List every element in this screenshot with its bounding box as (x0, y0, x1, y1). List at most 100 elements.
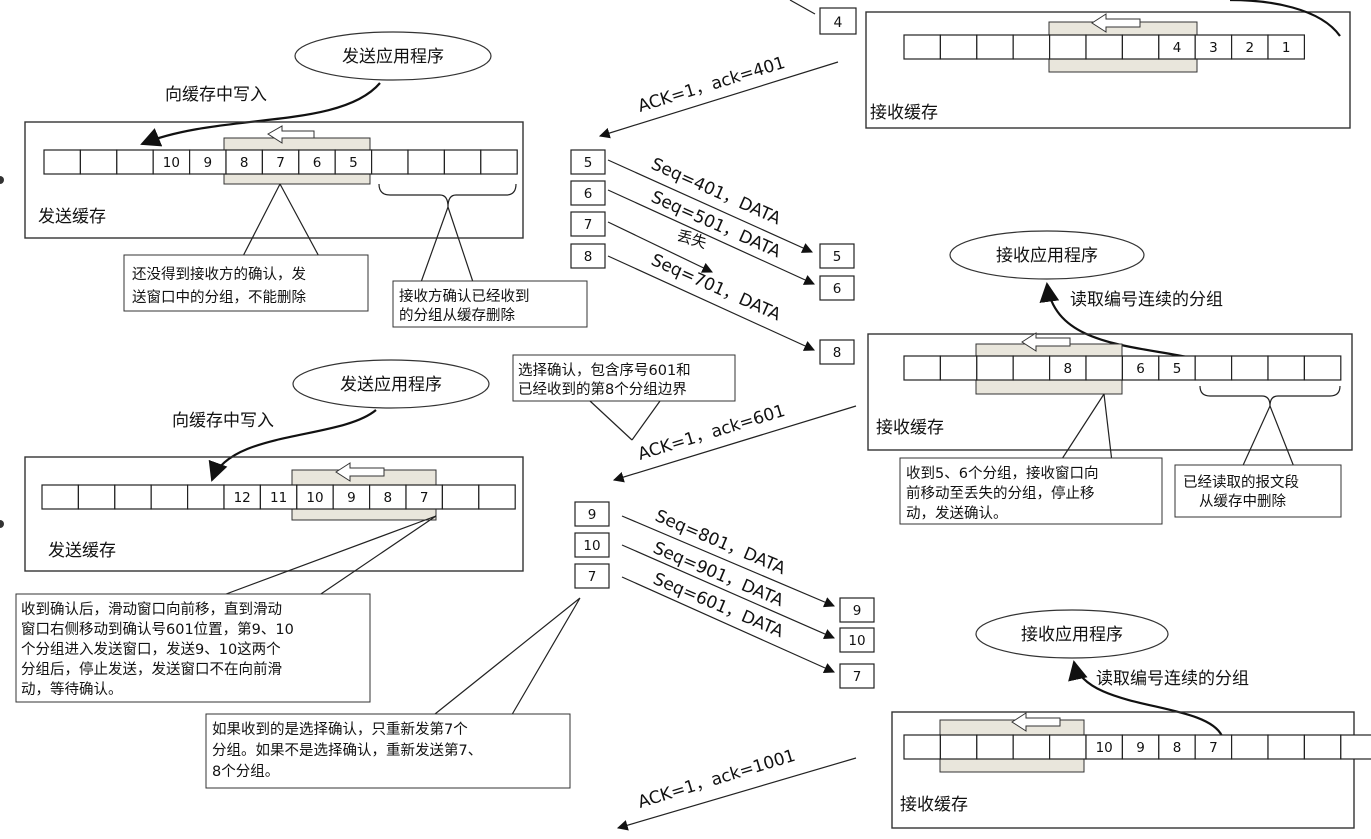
note-pointer (1239, 405, 1297, 473)
segment-box-label: 6 (833, 281, 842, 297)
buffer-cell-label: 8 (384, 490, 393, 506)
buffer-cell (1048, 34, 1087, 60)
buffer-cell (405, 484, 444, 510)
buffer-cell (189, 149, 227, 175)
ack-label: ACK=1，ack=601 (636, 401, 788, 465)
sender-app-ellipse (292, 359, 490, 409)
buffer-cell (334, 149, 373, 175)
sender-app-ellipse (294, 31, 492, 81)
read-label: 读取编号连续的分组 (1070, 290, 1223, 310)
callout-pointer (589, 400, 661, 441)
buffer-cell (1303, 355, 1342, 381)
buffer-cell-label: 12 (234, 490, 251, 506)
buffer-cell (225, 149, 264, 175)
buffer-cell-label: 5 (349, 155, 358, 171)
sender-app-label: 发送应用程序 (342, 47, 444, 67)
buffer-cell (261, 149, 300, 175)
deleted-note (392, 280, 588, 328)
unacked-note-line2: 送窗口中的分组，不能删除 (132, 288, 306, 306)
buffer-cell (939, 34, 978, 60)
buffer-cell (79, 149, 118, 175)
read-arrow (1068, 660, 1223, 737)
send-buffer-frame (24, 456, 524, 572)
buffer-cell (1230, 734, 1269, 760)
slide-note (15, 593, 371, 703)
data-arrow (621, 515, 835, 608)
buffer-cell-label: 8 (1064, 361, 1073, 377)
buffer-cell (1121, 734, 1160, 760)
recv-app-ellipse (949, 230, 1145, 280)
buffer-cell (480, 149, 518, 175)
segment-box (574, 532, 610, 558)
buffer-cell (41, 484, 80, 510)
segment-box (574, 563, 610, 589)
read-label: 读取编号连续的分组 (1096, 669, 1249, 689)
buffer-cell (1158, 34, 1196, 60)
segment-box-label: 10 (583, 538, 600, 554)
buffer-cell (1267, 734, 1306, 760)
segment-box-label: 7 (853, 669, 862, 685)
segment-box-label: 10 (848, 633, 865, 649)
buffer-cell-label: 10 (1096, 740, 1113, 756)
recv-note-line: 收到5、6个分组，接收窗口向 (906, 464, 1098, 482)
segment-box (839, 597, 875, 623)
buffer-cell (152, 149, 191, 175)
window-move-arrow (1021, 332, 1071, 352)
buffer-cell-label: 10 (306, 490, 323, 506)
resend-note-line: 分组。如果不是选择确认，重新发送第7、 (212, 741, 482, 759)
segment-box-label: 5 (584, 155, 593, 171)
buffer-cell (296, 484, 334, 510)
buffer-cell (903, 34, 942, 60)
buffer-cell (369, 484, 407, 510)
recv-buffer-label: 接收缓存 (870, 103, 938, 123)
buffer-cell-label: 7 (1209, 740, 1218, 756)
brace (378, 183, 517, 208)
buffer-cell (407, 149, 446, 175)
resend-note-line: 8个分组。 (212, 763, 279, 780)
send-buffer-label: 发送缓存 (38, 207, 106, 227)
sack-callout-line: 选择确认，包含序号601和 (518, 362, 691, 379)
slide-note-line: 分组后，停止发送，发送窗口不在向前滑 (21, 660, 282, 678)
segment-box-label: 8 (584, 249, 593, 265)
resend-note (205, 713, 571, 789)
note-pointer (419, 206, 475, 286)
brace (1199, 385, 1341, 407)
buffer-cell (1048, 734, 1087, 760)
recv-buffer-frame (865, 11, 1351, 129)
recv-buffer-frame (891, 711, 1355, 829)
edge-mark (0, 520, 4, 528)
buffer-cell (116, 149, 154, 175)
read-note (1174, 464, 1342, 518)
buffer-cell (259, 484, 298, 510)
buffer-cell (478, 484, 516, 510)
read-note-line: 从缓存中删除 (1199, 493, 1286, 510)
sender-app-label: 发送应用程序 (340, 375, 442, 395)
buffer-cell (1121, 355, 1160, 381)
buffer-cell (1267, 34, 1306, 60)
ack-label: ACK=1，ack=1001 (636, 746, 798, 813)
buffer-cell (939, 355, 978, 381)
buffer-cell (1230, 34, 1269, 60)
ack-arrow (612, 405, 857, 483)
recv-note-line: 动，发送确认。 (906, 505, 1008, 522)
sack-callout-line: 已经收到的第8个分组边界 (518, 380, 687, 398)
buffer-cell (976, 34, 1014, 60)
slide-note-line: 个分组进入发送窗口，发送9、10这两个 (21, 640, 281, 658)
data-arrow (607, 255, 815, 351)
buffer-cell-label: 2 (1246, 40, 1255, 56)
resend-note-line: 如果收到的是选择确认，只重新发第7个 (212, 720, 468, 738)
buffer-cell-label: 7 (420, 490, 429, 506)
buffer-cell (371, 149, 409, 175)
buffer-cell (443, 149, 482, 175)
recv-note-line: 前移动至丢失的分组，停止移 (906, 485, 1095, 502)
segment-box (574, 501, 610, 527)
buffer-cell (1121, 34, 1160, 60)
segment-box (839, 627, 875, 653)
buffer-cell-label: 1 (1282, 40, 1291, 56)
